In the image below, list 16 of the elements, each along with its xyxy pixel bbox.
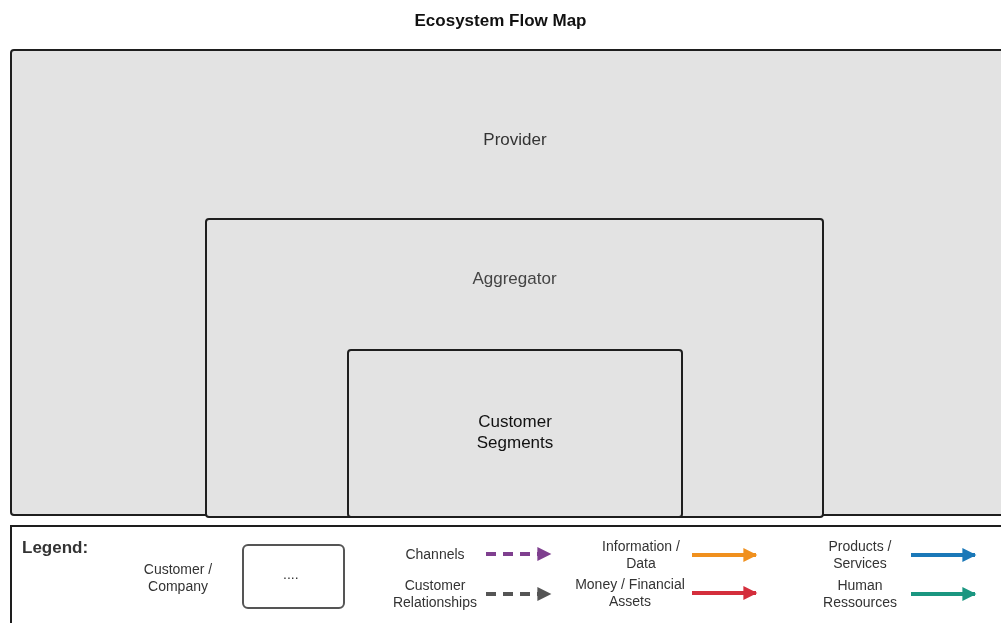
legend-heading: Legend: — [22, 538, 89, 558]
container-box — [347, 349, 683, 518]
legend-label: Money / Financial Assets — [574, 576, 686, 610]
container-box — [10, 49, 1001, 516]
container-box — [205, 218, 824, 518]
legend-label: Information / Data — [601, 538, 681, 572]
legend-label: Human Ressources — [822, 577, 898, 611]
box-label: Aggregator — [471, 268, 558, 289]
diagram-title: Ecosystem Flow Map — [413, 11, 588, 31]
box-label: Provider — [482, 129, 548, 150]
legend-label: Products / Services — [827, 538, 893, 572]
legend-label: Channels — [404, 544, 466, 564]
placeholder-text: .... — [283, 566, 299, 582]
legend-label: Customer Relationships — [391, 577, 479, 611]
box-label: Customer Segments — [475, 411, 555, 453]
legend-label: Customer / Company — [142, 561, 214, 595]
